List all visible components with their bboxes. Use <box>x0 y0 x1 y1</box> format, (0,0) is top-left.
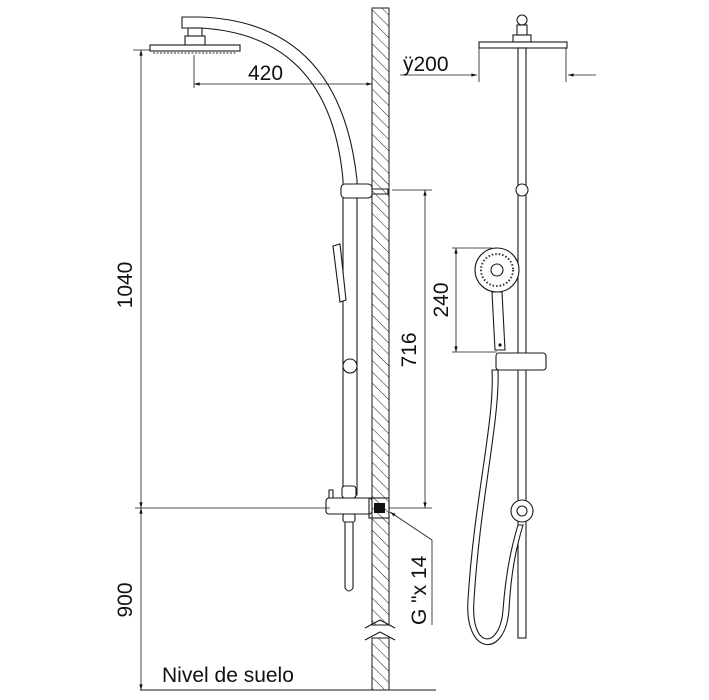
rain-shower-head <box>149 44 241 52</box>
dim-slide-bar: 716 <box>398 332 421 367</box>
dim-connection-thread: G "x 14 <box>408 555 431 625</box>
handshower-side <box>332 243 347 303</box>
outlet-pipe <box>344 521 354 592</box>
riser-pipe <box>517 47 527 639</box>
front-view-shower-column <box>400 14 596 646</box>
handshower-handle <box>491 291 506 351</box>
handshower-head <box>474 247 520 293</box>
wall-section <box>364 7 396 691</box>
slider-knob <box>342 358 358 374</box>
wall-break-symbol <box>364 619 396 641</box>
wall-connection <box>374 503 385 513</box>
wall-bracket <box>340 183 373 199</box>
wall-holder <box>510 499 534 523</box>
mixing-valve <box>325 497 373 515</box>
hose <box>467 369 524 646</box>
dim-head-height: 1040 <box>114 262 137 309</box>
dim-arm-reach: 420 <box>248 62 283 85</box>
slider <box>495 352 547 371</box>
dim-valve-height: 900 <box>114 582 137 617</box>
dim-head-diameter: ÿ200 <box>403 53 449 76</box>
side-view-shower-column <box>149 16 390 592</box>
dim-handshower-length: 240 <box>430 282 453 317</box>
curved-arm <box>181 16 358 496</box>
dimension-lines <box>133 49 433 690</box>
floor-level-label: Nivel de suelo <box>162 664 294 687</box>
rain-shower-head-front <box>478 41 568 49</box>
